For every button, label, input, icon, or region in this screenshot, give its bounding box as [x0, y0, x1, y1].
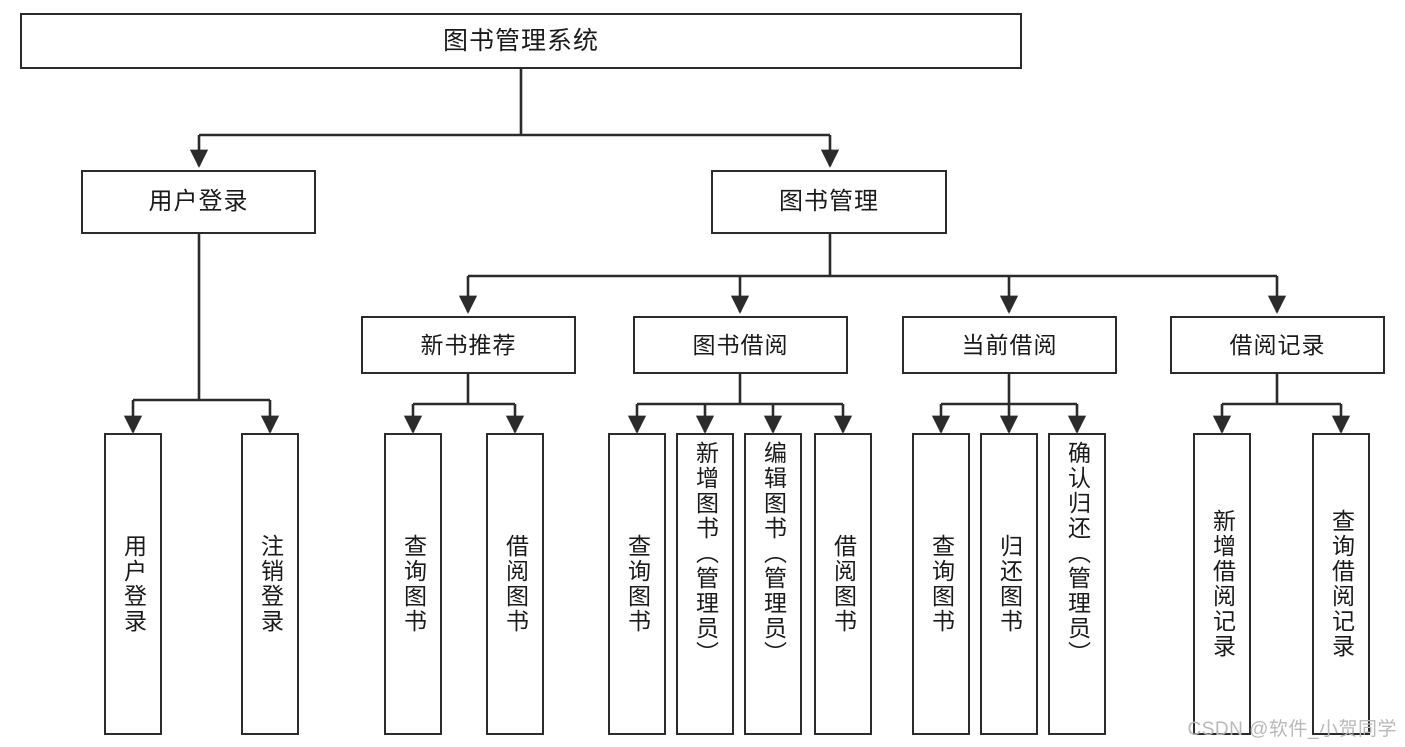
leaf-text-wrap: 借阅图书	[488, 435, 542, 733]
leaf-text-wrap: 编辑图书（管理员）	[746, 435, 800, 739]
leaf-add-borrow-record[interactable]: 新增借阅记录	[1193, 433, 1251, 735]
leaf-query-borrow-record[interactable]: 查询借阅记录	[1312, 433, 1370, 735]
node-label: 借阅图书	[830, 534, 857, 634]
node-book-borrow[interactable]: 图书借阅	[633, 316, 848, 374]
node-label: 当前借阅	[961, 331, 1058, 358]
leaf-text-wrap: 归还图书	[982, 435, 1036, 733]
node-label: 图书借阅	[692, 331, 789, 358]
leaf-text-wrap: 查询借阅记录	[1314, 435, 1368, 733]
node-current-borrow[interactable]: 当前借阅	[902, 316, 1117, 374]
node-root-system[interactable]: 图书管理系统	[20, 13, 1022, 69]
node-label: 图书管理	[779, 188, 879, 215]
leaf-query-book-borrow[interactable]: 查询图书	[608, 433, 666, 735]
leaf-text-wrap: 用户登录	[106, 435, 160, 733]
leaf-text-wrap: 借阅图书	[816, 435, 870, 733]
node-borrow-record[interactable]: 借阅记录	[1170, 316, 1385, 374]
leaf-user-login[interactable]: 用户登录	[104, 433, 162, 735]
node-user-login[interactable]: 用户登录	[81, 170, 316, 234]
leaf-query-book-current[interactable]: 查询图书	[912, 433, 970, 735]
leaf-confirm-return-admin[interactable]: 确认归还（管理员）	[1048, 433, 1106, 735]
node-label: 查询图书	[624, 534, 651, 634]
leaf-borrow-book-recommend[interactable]: 借阅图书	[486, 433, 544, 735]
node-new-book-recommend[interactable]: 新书推荐	[361, 316, 576, 374]
node-label: 新书推荐	[420, 331, 517, 358]
node-label: 注销登录	[257, 534, 284, 634]
leaf-add-book-admin[interactable]: 新增图书（管理员）	[676, 433, 734, 735]
node-label: 归还图书	[996, 534, 1023, 634]
leaf-edit-book-admin[interactable]: 编辑图书（管理员）	[744, 433, 802, 735]
node-label: 图书管理系统	[442, 26, 599, 55]
node-label: 查询借阅记录	[1328, 509, 1355, 659]
leaf-borrow-book[interactable]: 借阅图书	[814, 433, 872, 735]
node-label: 查询图书	[400, 534, 427, 634]
leaf-text-wrap: 新增图书（管理员）	[678, 435, 732, 739]
node-book-management[interactable]: 图书管理	[711, 170, 947, 234]
csdn-watermark: CSDN @软件_小贺同学	[1187, 719, 1397, 740]
node-label: 借阅图书	[502, 534, 529, 634]
leaf-text-wrap: 查询图书	[914, 435, 968, 733]
node-label: 借阅记录	[1229, 331, 1326, 358]
node-label: 用户登录	[148, 188, 249, 215]
leaf-text-wrap: 确认归还（管理员）	[1050, 435, 1104, 739]
leaf-query-book-recommend[interactable]: 查询图书	[384, 433, 442, 735]
node-label: 编辑图书（管理员）	[760, 441, 787, 666]
node-label: 用户登录	[120, 534, 147, 634]
leaf-text-wrap: 注销登录	[243, 435, 297, 733]
leaf-text-wrap: 查询图书	[386, 435, 440, 733]
leaf-return-book[interactable]: 归还图书	[980, 433, 1038, 735]
node-label: 新增图书（管理员）	[692, 441, 719, 666]
node-label: 查询图书	[928, 534, 955, 634]
node-label: 确认归还（管理员）	[1064, 441, 1091, 666]
leaf-text-wrap: 新增借阅记录	[1195, 435, 1249, 733]
leaf-text-wrap: 查询图书	[610, 435, 664, 733]
node-label: 新增借阅记录	[1209, 509, 1236, 659]
leaf-logout[interactable]: 注销登录	[241, 433, 299, 735]
